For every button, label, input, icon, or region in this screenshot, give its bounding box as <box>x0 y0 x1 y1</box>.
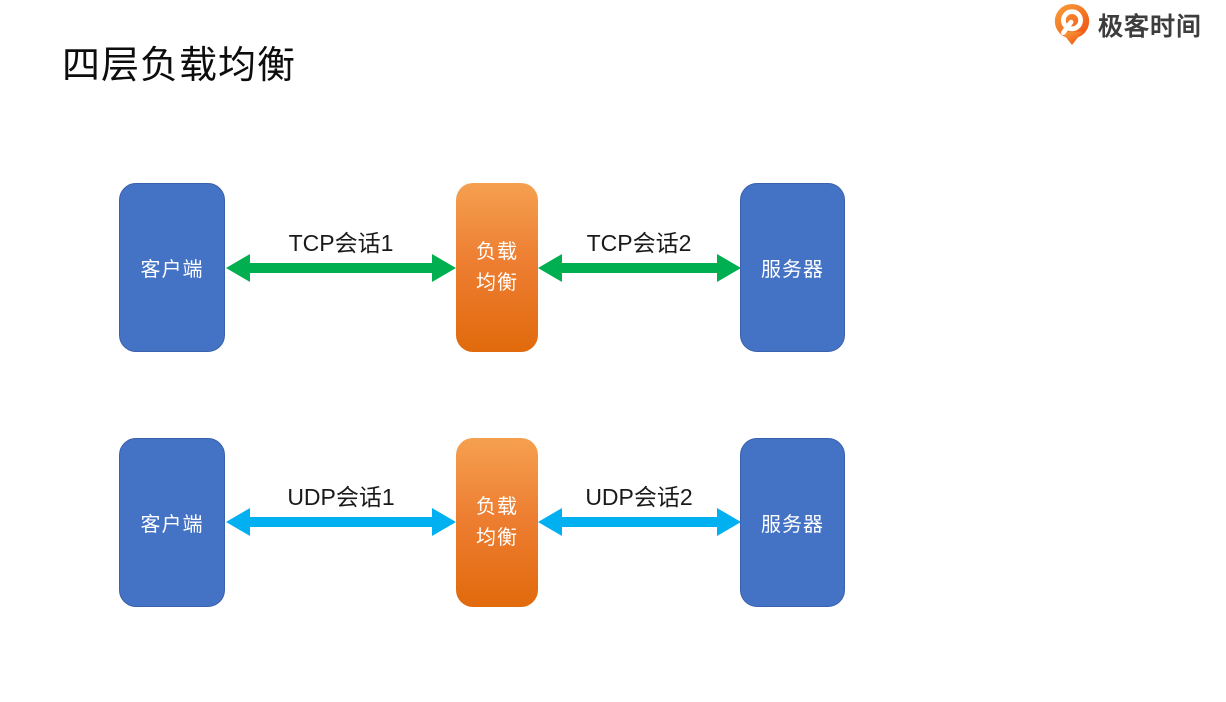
lb-label-line1: 负载 <box>476 495 518 518</box>
page-title: 四层负载均衡 <box>62 45 297 87</box>
udp-client-label: 客户端 <box>140 514 204 536</box>
tcp-load-balancer-node: 负载 均衡 <box>456 183 538 352</box>
lb-label-line2: 均衡 <box>476 526 518 549</box>
lb-label-line1: 负载 <box>476 240 518 263</box>
udp-server-node: 服务器 <box>740 438 845 607</box>
left-arrowhead-icon <box>226 508 250 536</box>
brand-name: 极客时间 <box>1098 13 1203 41</box>
arrow-shaft <box>562 517 717 527</box>
tcp-session1-label: TCP会话1 <box>288 230 394 256</box>
udp-load-balancer-label: 负载 均衡 <box>476 492 518 554</box>
udp-server-label: 服务器 <box>761 514 824 536</box>
udp-session2-label: UDP会话2 <box>585 484 693 510</box>
lb-label-line2: 均衡 <box>476 271 518 294</box>
arrow-shaft <box>562 263 717 273</box>
arrow-shaft <box>250 517 432 527</box>
udp-session2-arrow <box>538 508 741 536</box>
right-arrowhead-icon <box>717 508 741 536</box>
udp-session1-label: UDP会话1 <box>287 484 395 510</box>
arrow-shaft <box>250 263 432 273</box>
tcp-session1-arrow <box>226 254 456 282</box>
tcp-session2-arrow <box>538 254 741 282</box>
tcp-server-label: 服务器 <box>761 259 824 281</box>
left-arrowhead-icon <box>538 508 562 536</box>
left-arrowhead-icon <box>226 254 250 282</box>
tcp-client-label: 客户端 <box>140 259 204 281</box>
udp-client-node: 客户端 <box>119 438 225 607</box>
right-arrowhead-icon <box>717 254 741 282</box>
right-arrowhead-icon <box>432 254 456 282</box>
brand-logo: 极客时间 <box>1051 3 1202 47</box>
udp-session1-arrow <box>226 508 456 536</box>
tcp-client-node: 客户端 <box>119 183 225 352</box>
udp-load-balancer-node: 负载 均衡 <box>456 438 538 607</box>
geektime-logo-icon <box>1054 4 1090 46</box>
tcp-server-node: 服务器 <box>740 183 845 352</box>
tcp-session2-label: TCP会话2 <box>586 230 692 256</box>
left-arrowhead-icon <box>538 254 562 282</box>
right-arrowhead-icon <box>432 508 456 536</box>
tcp-load-balancer-label: 负载 均衡 <box>476 237 518 299</box>
